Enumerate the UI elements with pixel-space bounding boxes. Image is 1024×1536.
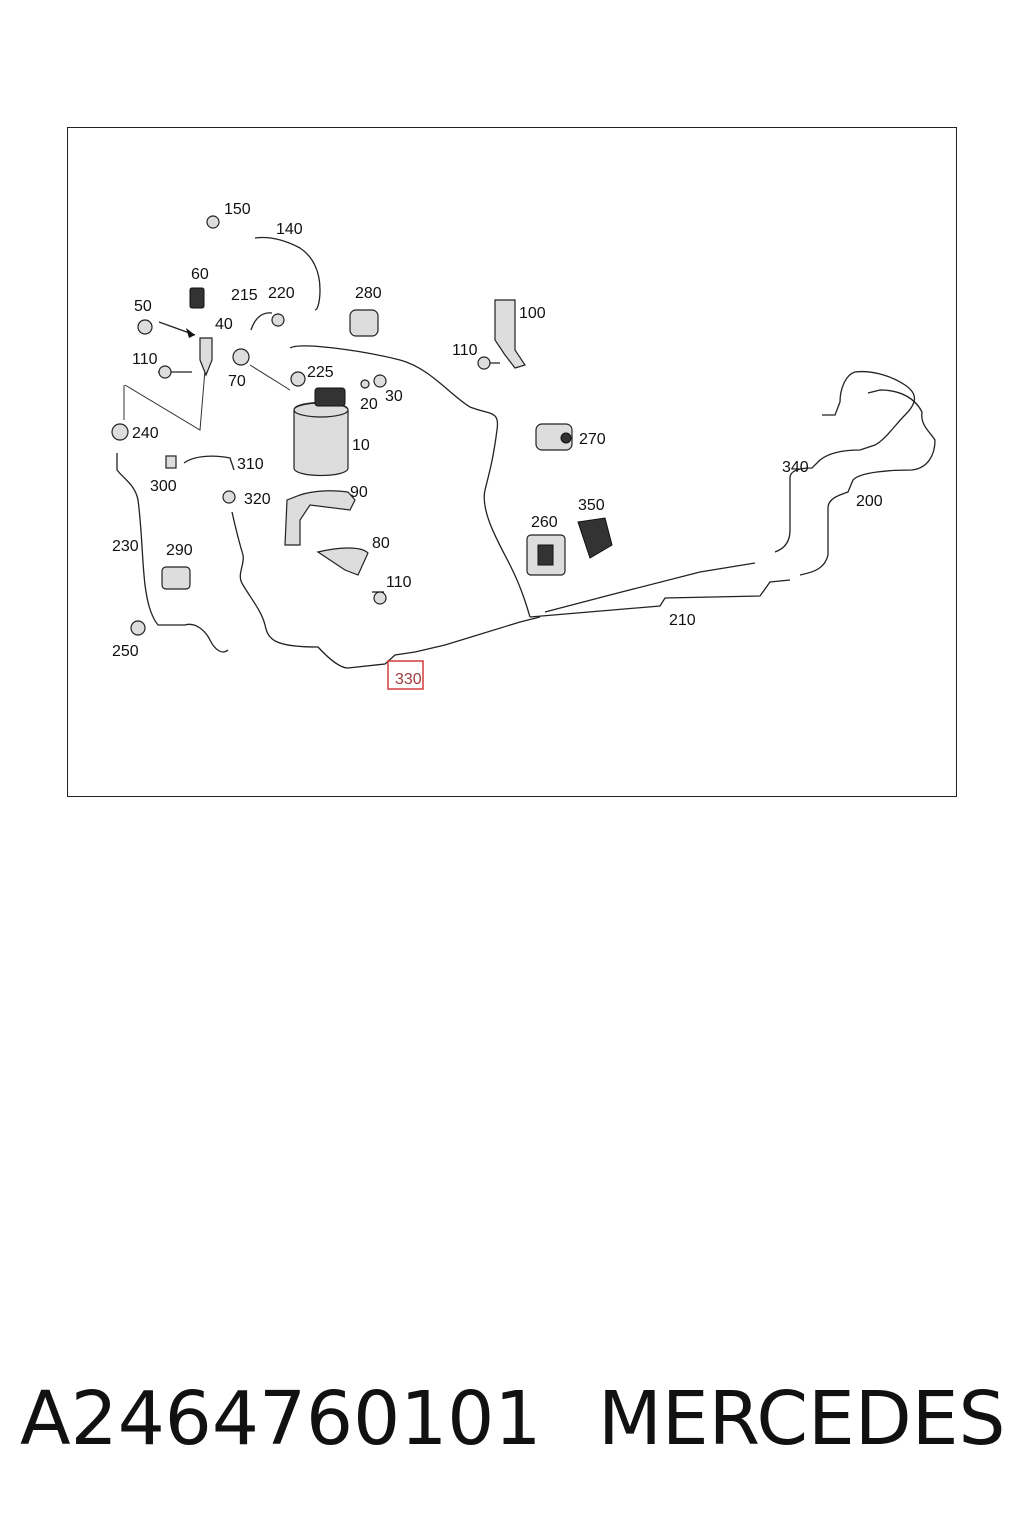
- callout-50: 50: [134, 298, 152, 315]
- callout-110-bottom: 110: [386, 574, 412, 591]
- diagram-frame: [67, 127, 957, 797]
- callout-320: 320: [244, 491, 271, 508]
- callout-20: 20: [360, 396, 378, 413]
- callout-40: 40: [215, 316, 233, 333]
- callout-150: 150: [224, 201, 251, 218]
- callout-30: 30: [385, 388, 403, 405]
- callout-200: 200: [856, 493, 883, 510]
- callout-60: 60: [191, 266, 209, 283]
- callout-110-left: 110: [132, 351, 158, 368]
- callout-290: 290: [166, 542, 193, 559]
- callout-220: 220: [268, 285, 295, 302]
- callouts: 150 140 60 215 220 280 100 50 40 110 110…: [112, 201, 883, 690]
- callout-70: 70: [228, 373, 246, 390]
- callout-110-top: 110: [452, 342, 478, 359]
- callout-310: 310: [237, 456, 264, 473]
- callout-330-highlighted: 330: [395, 671, 422, 688]
- callout-215: 215: [231, 287, 258, 304]
- callout-230: 230: [112, 538, 139, 555]
- callout-240: 240: [132, 425, 159, 442]
- part-number: A2464760101: [20, 1376, 542, 1462]
- callout-350: 350: [578, 497, 605, 514]
- callout-140: 140: [276, 221, 303, 238]
- callout-100: 100: [519, 305, 546, 322]
- parts: [111, 215, 613, 636]
- highlight-box-330: [387, 660, 424, 690]
- brand-name: MERCEDES: [598, 1376, 1006, 1462]
- footer-caption: A2464760101 MERCEDES: [20, 1376, 1010, 1466]
- callout-270: 270: [579, 431, 606, 448]
- callout-260: 260: [531, 514, 558, 531]
- callout-225: 225: [307, 364, 334, 381]
- callout-300: 300: [150, 478, 177, 495]
- callout-80: 80: [372, 535, 390, 552]
- callout-340: 340: [782, 459, 809, 476]
- callout-280: 280: [355, 285, 382, 302]
- callout-210: 210: [669, 612, 696, 629]
- callout-250: 250: [112, 643, 139, 660]
- callout-10: 10: [352, 437, 370, 454]
- callout-90: 90: [350, 484, 368, 501]
- fuel-lines: [116, 236, 936, 669]
